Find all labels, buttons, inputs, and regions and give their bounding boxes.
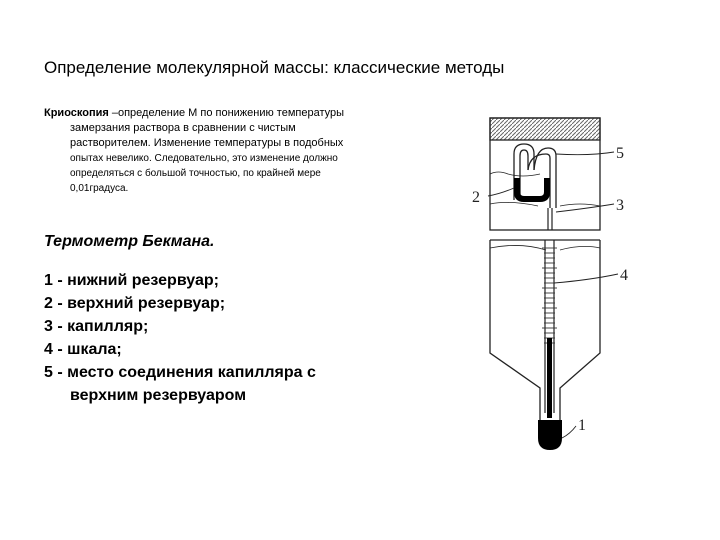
mercury-trap	[514, 178, 550, 202]
label-4: 4	[620, 267, 628, 284]
upper-cap	[489, 117, 601, 141]
intro-line-5: определяться с большой точностью, по кра…	[70, 168, 321, 179]
intro-term: Криоскопия	[44, 107, 109, 119]
intro-line-4: опытах невелико. Следовательно, это изме…	[70, 153, 338, 164]
legend-item-1: 1 - нижний резервуар;	[44, 272, 219, 289]
upper-reservoir	[489, 117, 601, 231]
u-tube	[513, 143, 557, 208]
intro-line-1: Криоскопия –определение М по понижению т…	[44, 106, 444, 121]
beckman-thermometer-diagram: 2 5 3 4 1	[472, 117, 628, 450]
intro-line-6: 0,01градуса.	[70, 183, 129, 194]
thermometer-scale	[542, 247, 557, 344]
lower-reservoir	[538, 420, 562, 450]
mercury-column	[547, 338, 552, 418]
legend-item-5-text: 5 - место соединения капилляра с	[44, 364, 316, 381]
label-2: 2	[472, 189, 480, 206]
intro-line-2: замерзания раствора в сравнении с чистым	[70, 122, 296, 134]
legend-item-4: 4 - шкала;	[44, 341, 122, 358]
legend-list: 1 - нижний резервуар; 2 - верхний резерв…	[44, 269, 444, 407]
intro-line-3: растворителем. Изменение температуры в п…	[70, 137, 344, 149]
intro-paragraph: Криоскопия –определение М по понижению т…	[44, 106, 444, 196]
legend-item-5-cont: верхним резервуаром	[70, 387, 247, 404]
legend-item-3: 3 - капилляр;	[44, 318, 149, 335]
legend-item-5: 5 - место соединения капилляра с верхним …	[44, 361, 444, 407]
slide-title: Определение молекулярной массы: классиче…	[44, 58, 505, 77]
label-3: 3	[616, 197, 624, 214]
capillary	[544, 240, 555, 413]
intro-line-1-rest: –определение М по понижению температуры	[108, 107, 345, 119]
capillary-top	[547, 208, 553, 230]
legend-item-2: 2 - верхний резервуар;	[44, 295, 226, 312]
label-1: 1	[578, 417, 586, 434]
label-5: 5	[616, 145, 624, 162]
beckman-heading: Термометр Бекмана.	[44, 233, 215, 250]
leader-lines	[487, 151, 619, 439]
